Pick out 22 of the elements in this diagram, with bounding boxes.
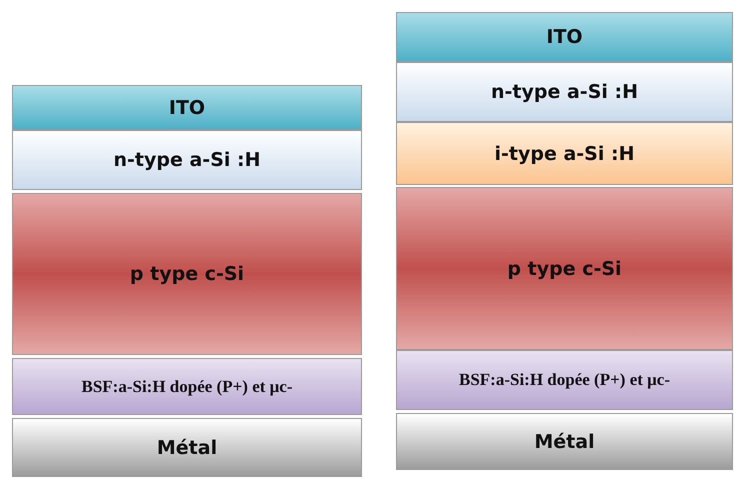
metal-layer	[12, 418, 362, 477]
n-type-layer	[396, 62, 733, 122]
layer-label: n-type a-Si :H	[491, 81, 638, 103]
layer-label: p type c-Si	[130, 263, 244, 285]
bsf-layer	[396, 350, 733, 410]
ito-layer	[12, 85, 362, 130]
layer-label: ITO	[168, 96, 206, 118]
metal-layer	[396, 413, 733, 470]
bsf-layer	[12, 358, 362, 415]
p-type-layer	[396, 187, 733, 350]
i-type-layer	[396, 122, 733, 185]
layer-label: BSF:a-Si:H dopée (P+) et μc-	[81, 376, 292, 396]
layer-label: n-type a-Si :H	[114, 149, 260, 171]
p-type-layer	[12, 193, 362, 355]
ito-layer	[396, 12, 733, 62]
layer-label: ITO	[546, 26, 583, 48]
n-type-layer	[12, 130, 362, 190]
layer-label: BSF:a-Si:H dopée (P+) et μc-	[458, 370, 670, 390]
layer-label: Métal	[156, 436, 218, 458]
layer-label: Métal	[534, 430, 595, 452]
layer-label: p type c-Si	[507, 258, 622, 280]
layer-label: i-type a-Si :H	[494, 142, 634, 164]
